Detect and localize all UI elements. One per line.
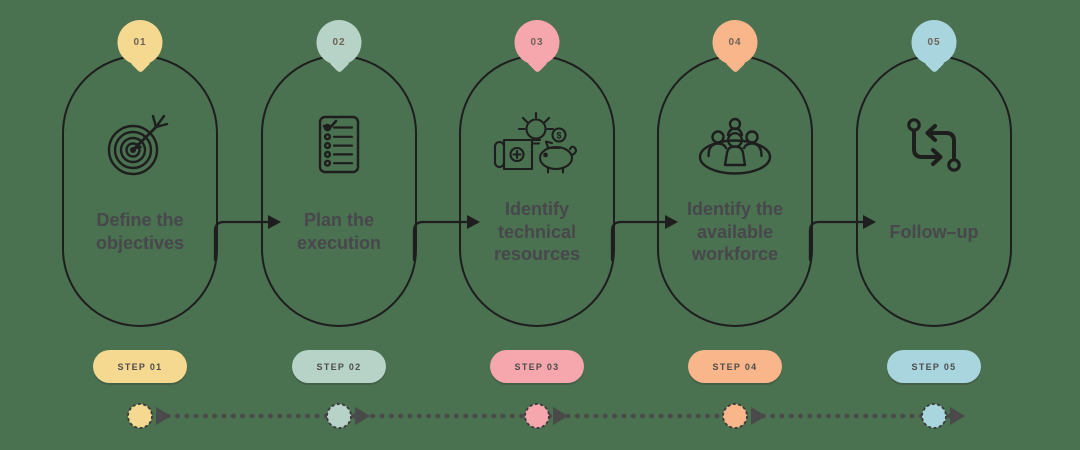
checklist-icon	[263, 101, 415, 189]
step-4-label: Identify the available workforce	[686, 198, 783, 265]
timeline	[127, 403, 965, 429]
target-dart-icon	[64, 101, 216, 189]
arrow-connector-4-5	[808, 215, 876, 262]
step-3-number-pin: 03	[514, 20, 560, 65]
step-5-number: 05	[927, 37, 941, 48]
step-1-number-pin: 01	[117, 20, 163, 65]
step-card-3: 03 $	[459, 20, 615, 327]
arrowhead-icon	[156, 407, 171, 425]
step-2-label: Plan the execution	[296, 210, 382, 253]
timeline-node-3	[524, 403, 568, 429]
step-card-2: 02 Plan the execution	[261, 20, 417, 327]
arrowhead-icon	[553, 407, 568, 425]
arrowhead-icon	[355, 407, 370, 425]
arrow-connector-1-2	[213, 215, 281, 262]
lightbulb-blueprint-piggybank-icon: $	[461, 101, 613, 189]
step-card-1: 01 Define the objectives	[62, 20, 218, 327]
step-3-label: Identify technical resources	[493, 198, 581, 265]
timeline-node-1	[127, 403, 171, 429]
timeline-node-2	[326, 403, 370, 429]
step-2-number: 02	[332, 37, 346, 48]
step-1-number: 01	[133, 37, 147, 48]
step-5-badge: STEP 05	[887, 350, 981, 383]
arrowhead-icon	[751, 407, 766, 425]
step-1-label: Define the objectives	[95, 210, 185, 253]
step-card-4: 04 Identify the available workforce	[657, 20, 813, 327]
arrowhead-icon	[950, 407, 965, 425]
step-3-badge: STEP 03	[490, 350, 584, 383]
step-4-badge: STEP 04	[688, 350, 782, 383]
step-1-badge: STEP 01	[93, 350, 187, 383]
step-2-number-pin: 02	[316, 20, 362, 65]
step-4-number-pin: 04	[712, 20, 758, 65]
step-4-number: 04	[728, 37, 742, 48]
step-5-number-pin: 05	[911, 20, 957, 65]
step-card-5: 05 Follow–up	[856, 20, 1012, 327]
arrow-connector-2-3	[412, 215, 480, 262]
step-3-number: 03	[530, 37, 544, 48]
timeline-node-4	[722, 403, 766, 429]
follow-up-arrows-icon	[858, 101, 1010, 189]
svg-text:$: $	[556, 131, 561, 141]
timeline-node-5	[921, 403, 965, 429]
arrow-connector-3-4	[610, 215, 678, 262]
team-workforce-icon	[659, 101, 811, 189]
step-5-label: Follow–up	[889, 221, 979, 242]
step-2-badge: STEP 02	[292, 350, 386, 383]
